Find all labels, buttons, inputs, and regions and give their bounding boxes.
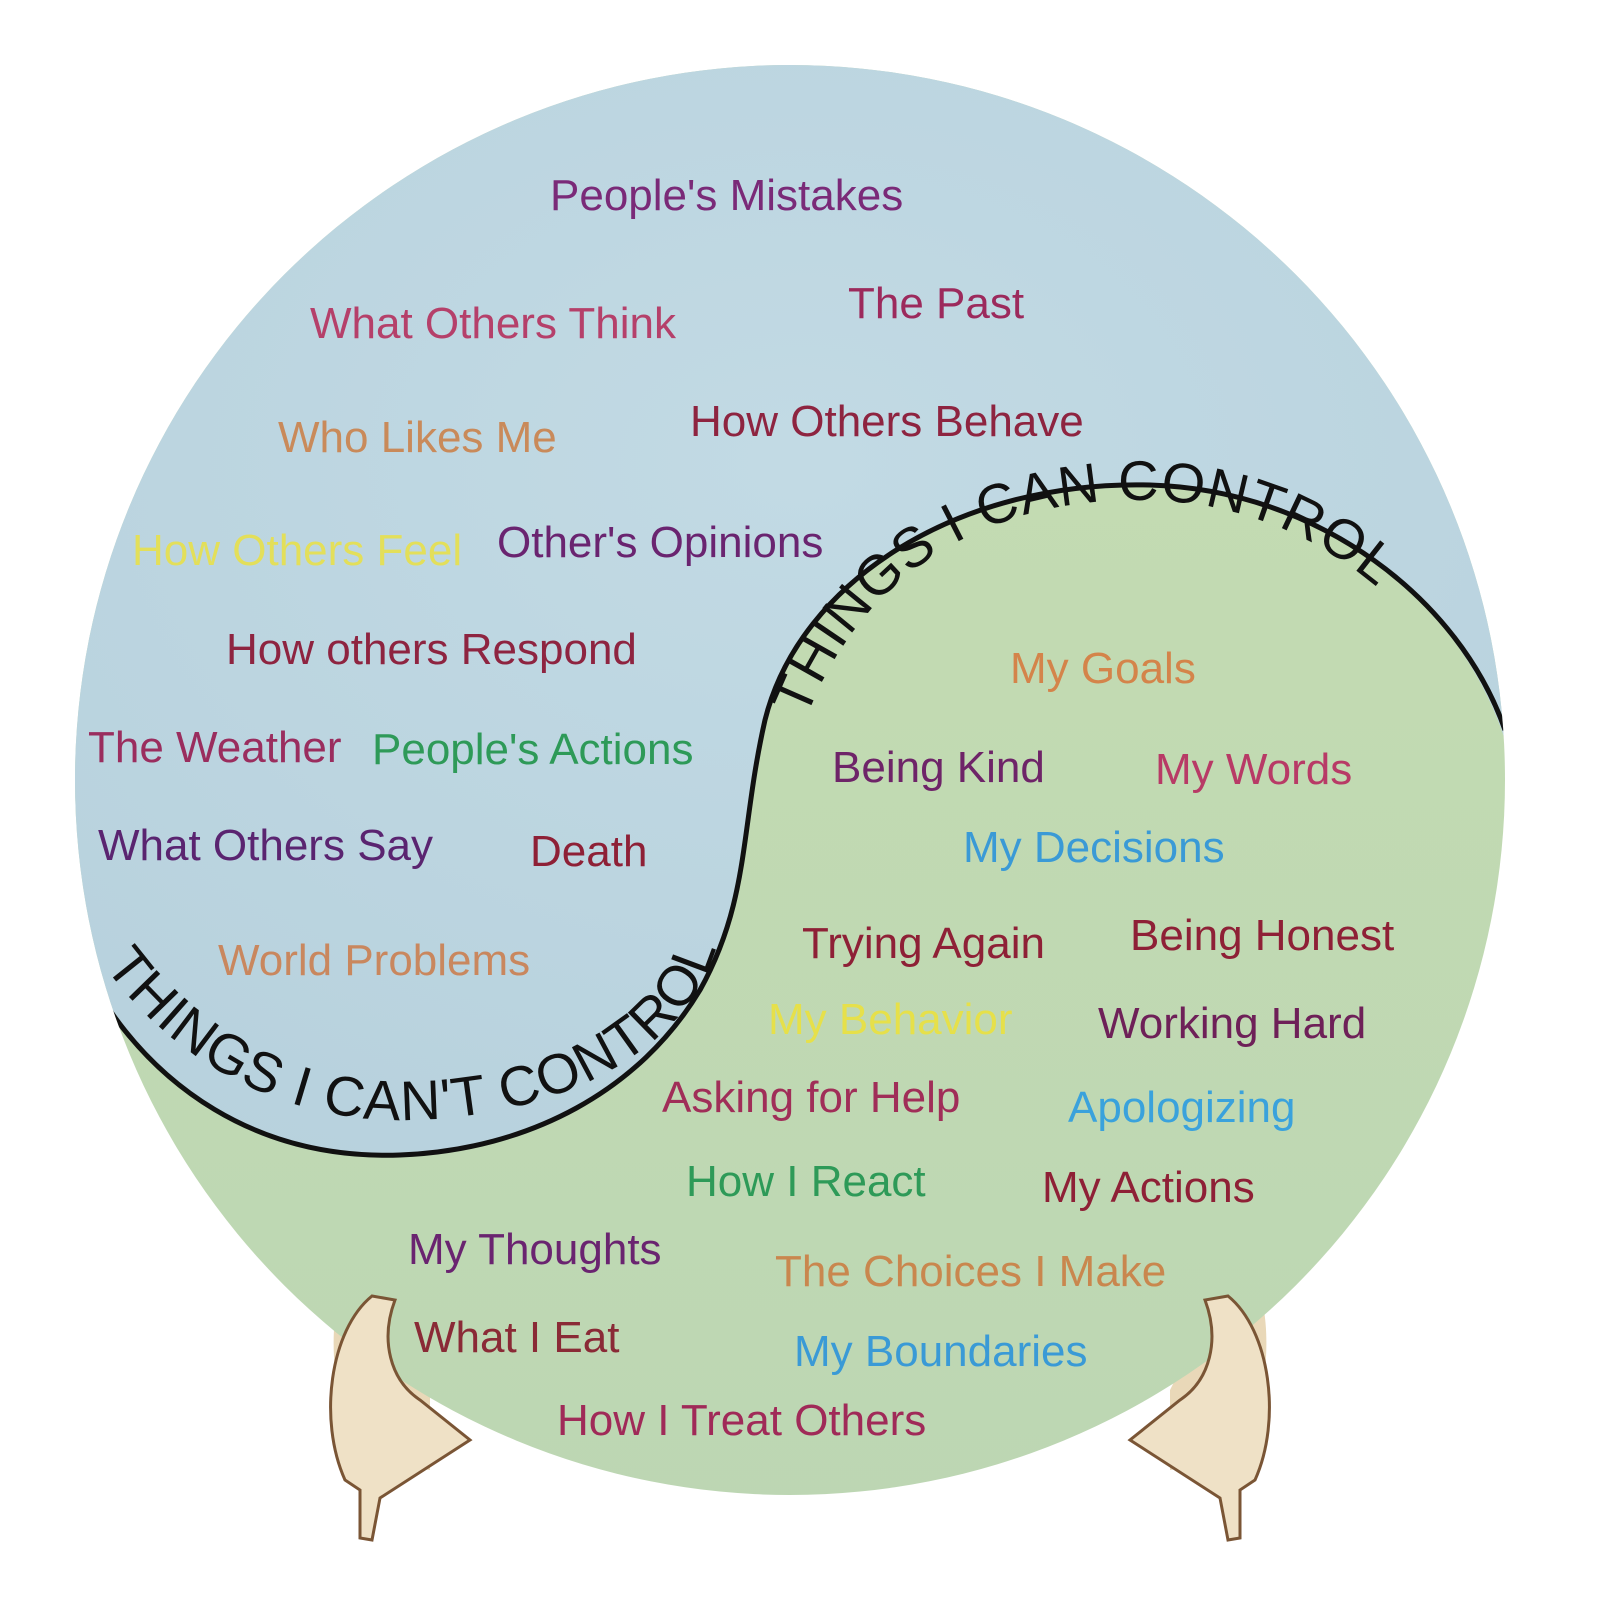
can-control-item: My Actions bbox=[1042, 1163, 1255, 1212]
stand-left-leg bbox=[329, 1294, 473, 1542]
can-control-item: Apologizing bbox=[1068, 1083, 1296, 1132]
can-control-item: How I React bbox=[686, 1157, 926, 1206]
divider-curve bbox=[82, 482, 1505, 1158]
can-control-item: Working Hard bbox=[1098, 999, 1366, 1048]
cant-control-item: Who Likes Me bbox=[278, 413, 557, 462]
can-control-item: My Thoughts bbox=[408, 1225, 662, 1274]
stand-right-leg bbox=[1127, 1294, 1271, 1542]
cant-control-item: The Weather bbox=[88, 723, 342, 772]
can-control-item: Trying Again bbox=[802, 919, 1045, 968]
can-control-item: My Words bbox=[1155, 745, 1352, 794]
cant-control-item: How Others Behave bbox=[690, 397, 1084, 446]
can-control-item: My Boundaries bbox=[794, 1327, 1087, 1376]
cant-control-item: The Past bbox=[848, 279, 1024, 328]
can-control-item: My Decisions bbox=[963, 823, 1225, 872]
cant-control-region bbox=[75, 65, 1505, 1156]
cant-control-item: What Others Say bbox=[98, 821, 433, 870]
can-control-item: Asking for Help bbox=[662, 1073, 960, 1122]
cant-control-item: People's Mistakes bbox=[550, 171, 903, 220]
cant-control-item: How others Respond bbox=[226, 625, 637, 674]
cant-control-item: How Others Feel bbox=[132, 526, 462, 575]
cant-control-item: People's Actions bbox=[372, 725, 694, 774]
can-control-item: Being Kind bbox=[832, 743, 1045, 792]
can-control-item: My Goals bbox=[1010, 644, 1196, 693]
cant-control-item: Other's Opinions bbox=[497, 518, 823, 567]
can-control-item: Being Honest bbox=[1130, 911, 1394, 960]
cant-control-item: Death bbox=[530, 827, 647, 876]
can-control-item: My Behavior bbox=[768, 995, 1013, 1044]
can-control-item: The Choices I Make bbox=[775, 1247, 1166, 1296]
can-control-item: How I Treat Others bbox=[557, 1396, 926, 1445]
can-control-item: What I Eat bbox=[414, 1313, 619, 1362]
cant-control-item: World Problems bbox=[218, 936, 530, 985]
cant-control-item: What Others Think bbox=[310, 299, 677, 348]
